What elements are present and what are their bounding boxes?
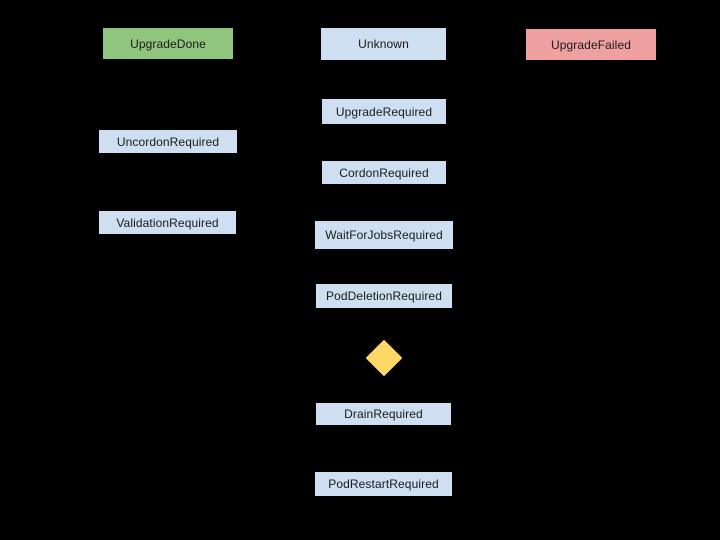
state-node-label: Unknown <box>358 37 409 51</box>
state-node-wait-for-jobs-required[interactable]: WaitForJobsRequired <box>315 221 453 249</box>
state-node-uncordon-required[interactable]: UncordonRequired <box>99 130 237 153</box>
state-node-pod-deletion-required[interactable]: PodDeletionRequired <box>316 284 452 308</box>
decision-diamond-node[interactable] <box>365 339 403 377</box>
state-node-cordon-required[interactable]: CordonRequired <box>322 161 446 184</box>
state-node-unknown[interactable]: Unknown <box>321 28 446 60</box>
state-node-label: PodDeletionRequired <box>326 289 442 303</box>
state-node-label: DrainRequired <box>344 407 423 421</box>
state-node-label: WaitForJobsRequired <box>325 228 443 242</box>
state-node-label: UpgradeRequired <box>335 104 433 119</box>
state-node-label: CordonRequired <box>339 165 429 180</box>
state-node-drain-required[interactable]: DrainRequired <box>316 403 451 425</box>
state-node-validation-required[interactable]: ValidationRequired <box>99 211 236 234</box>
diamond-icon <box>365 339 403 377</box>
state-node-pod-restart-required[interactable]: PodRestartRequired <box>315 472 452 496</box>
state-node-label: UncordonRequired <box>116 134 220 149</box>
state-node-upgrade-required[interactable]: UpgradeRequired <box>322 99 446 124</box>
state-node-upgrade-failed[interactable]: UpgradeFailed <box>526 29 656 60</box>
state-node-label: PodRestartRequired <box>328 477 439 491</box>
state-node-upgrade-done[interactable]: UpgradeDone <box>103 28 233 59</box>
state-node-label: UpgradeDone <box>130 36 206 51</box>
state-node-label: UpgradeFailed <box>550 37 631 52</box>
state-node-label: ValidationRequired <box>116 215 219 230</box>
